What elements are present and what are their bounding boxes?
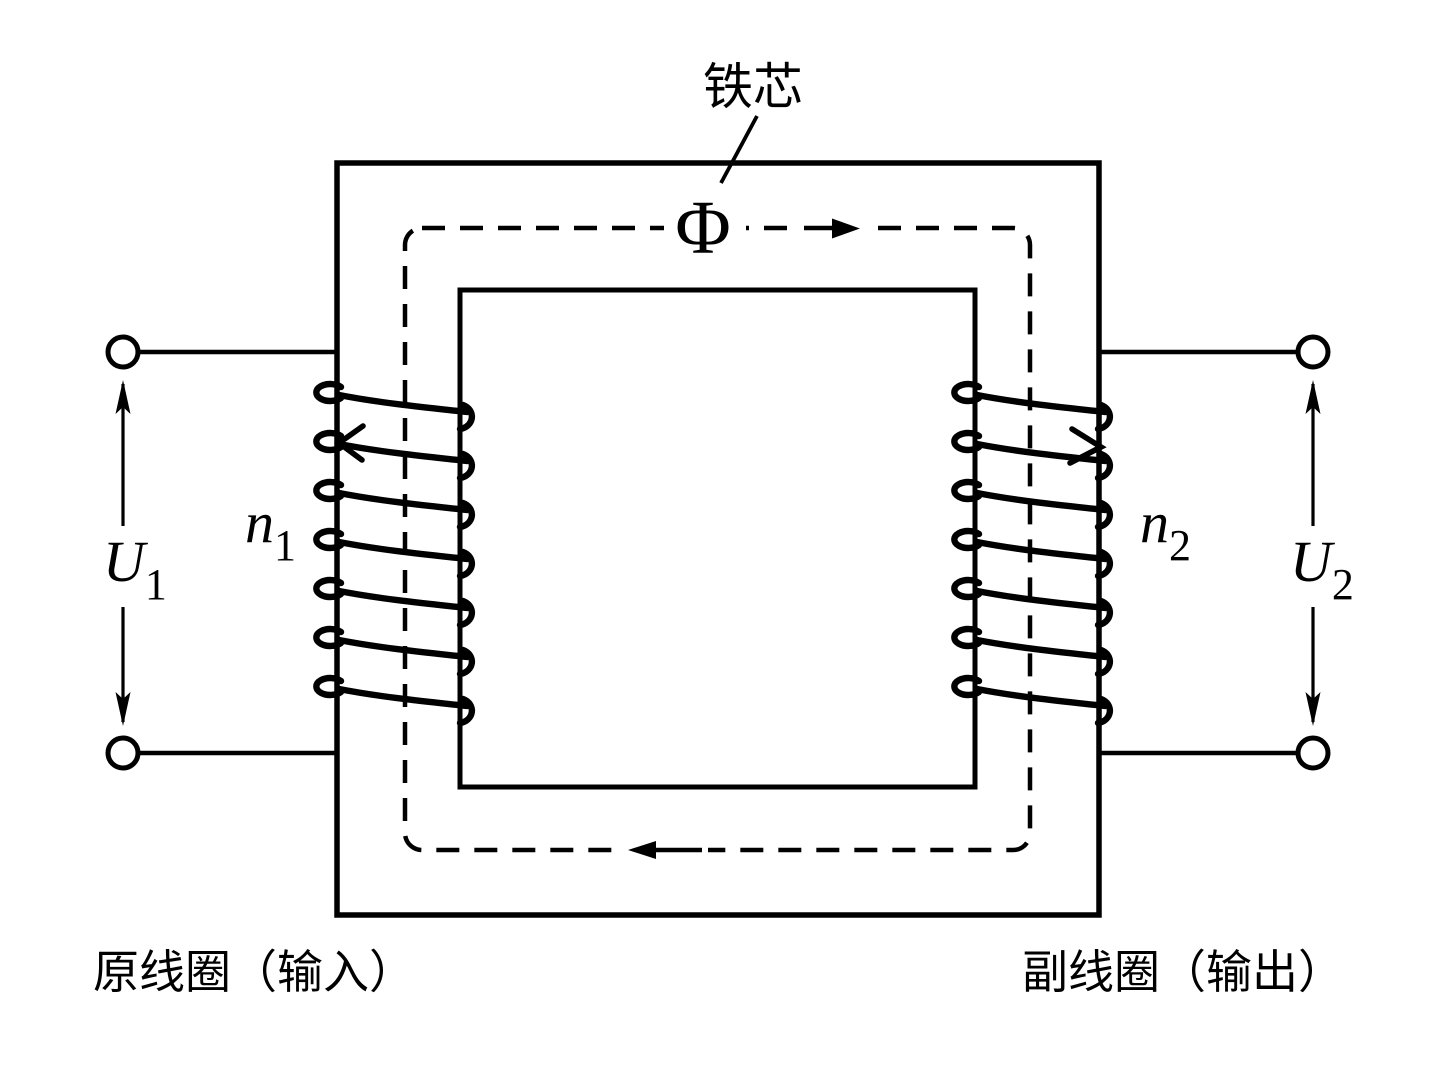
coil-turn-segment	[1094, 646, 1114, 678]
primary-terminal-bottom	[105, 735, 141, 771]
coil-turn-segment	[1094, 695, 1114, 727]
primary-current-arrow-icon	[334, 423, 366, 463]
coil-turn-segment	[456, 597, 476, 629]
secondary-coil	[951, 380, 1114, 727]
core-leader-line	[719, 115, 759, 184]
coil-turn-segment	[335, 489, 471, 514]
flux-symbol-gap	[664, 218, 746, 239]
primary-terminal-top	[105, 334, 141, 370]
coil-turn-segment	[335, 636, 471, 661]
coil-turn-segment	[973, 685, 1109, 710]
turns-label-secondary-base: n	[1140, 490, 1169, 555]
flux-arrow-bottom-head	[628, 841, 656, 859]
coil-turn-segment	[973, 440, 1109, 465]
coil-turn-segment	[335, 391, 471, 416]
coil-turn-segment	[973, 636, 1109, 661]
coil-turn-segment	[456, 548, 476, 580]
coil-turn-segment	[1094, 597, 1114, 629]
coil-turn-segment	[1094, 450, 1114, 482]
coil-turn-segment	[313, 625, 345, 650]
coil-turn-segment	[951, 380, 983, 405]
secondary-voltage-arrowhead-up	[1305, 380, 1321, 414]
secondary-terminal-top	[1295, 334, 1331, 370]
secondary-current-arrow-icon	[1067, 426, 1107, 466]
coil-turn-segment	[973, 489, 1109, 514]
coil-turn-segment	[335, 685, 471, 710]
secondary-voltage-arrow	[1305, 380, 1321, 726]
voltage-label-secondary: U2	[1290, 529, 1354, 609]
secondary-terminal-bottom	[1295, 735, 1331, 771]
turns-label-primary-sub: 1	[274, 521, 296, 570]
coil-turn-segment	[1094, 499, 1114, 531]
voltage-label-secondary-base: U	[1290, 529, 1336, 594]
flux-loop-dashed	[402, 225, 1033, 853]
coil-turn-segment	[335, 440, 471, 465]
coil-turn-segment	[951, 674, 983, 699]
coil-turn-segment	[335, 538, 471, 563]
coil-turn-segment	[973, 538, 1109, 563]
voltage-label-primary: U1	[103, 529, 167, 609]
coil-turn-segment	[951, 429, 983, 454]
voltage-label-primary-sub: 1	[145, 560, 167, 609]
core-label: 铁芯	[703, 59, 803, 115]
secondary-voltage-arrowhead-down	[1305, 692, 1321, 726]
coil-turn-segment	[313, 576, 345, 601]
caption-secondary: 副线圈（输出）	[1022, 947, 1344, 998]
coil-turn-segment	[1094, 401, 1114, 433]
coil-turn-segment	[951, 576, 983, 601]
coil-turn-segment	[973, 391, 1109, 416]
primary-voltage-arrow	[115, 380, 131, 726]
coil-turn-segment	[313, 478, 345, 503]
primary-coil	[313, 380, 476, 727]
coil-turn-segment	[951, 625, 983, 650]
coil-turn-segment	[313, 429, 345, 454]
coil-turn-segment	[951, 527, 983, 552]
voltage-label-secondary-sub: 2	[1332, 560, 1354, 609]
flux-arrow-top-icon	[804, 218, 860, 239]
flux-arrow-top-head	[832, 218, 860, 239]
flux-arrow-bottom-icon	[628, 841, 702, 859]
coil-turn-segment	[456, 646, 476, 678]
turns-label-primary: n1	[245, 490, 296, 570]
coil-turn-segment	[456, 499, 476, 531]
core-window-rect	[457, 287, 978, 790]
turns-label-secondary-sub: 2	[1169, 521, 1191, 570]
coil-turn-segment	[973, 587, 1109, 612]
coil-turn-segment	[456, 401, 476, 433]
coil-turn-segment	[1094, 548, 1114, 580]
coil-turn-segment	[456, 695, 476, 727]
coil-turn-segment	[335, 587, 471, 612]
turns-label-secondary: n2	[1140, 490, 1191, 570]
primary-voltage-arrowhead-down	[115, 692, 131, 726]
flux-symbol: Φ	[675, 186, 731, 270]
primary-voltage-arrowhead-up	[115, 380, 131, 414]
coil-turn-segment	[456, 450, 476, 482]
coil-turn-segment	[951, 478, 983, 503]
coil-turn-segment	[313, 674, 345, 699]
voltage-label-primary-base: U	[103, 529, 149, 594]
turns-label-primary-base: n	[245, 490, 274, 555]
coil-turn-segment	[313, 380, 345, 405]
coil-turn-segment	[313, 527, 345, 552]
caption-primary: 原线圈（输入）	[93, 947, 415, 998]
